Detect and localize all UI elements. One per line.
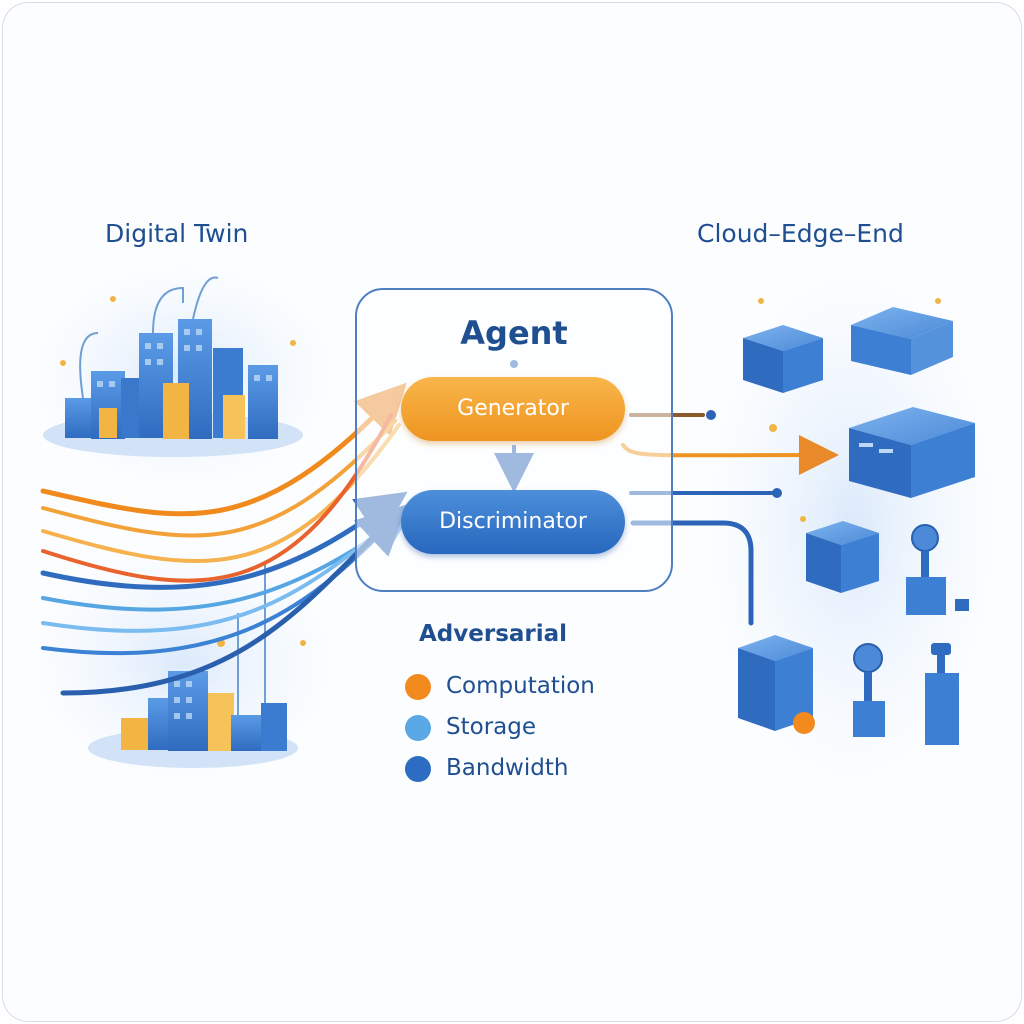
legend-label: Computation — [446, 673, 595, 699]
legend-label: Bandwidth — [446, 755, 569, 781]
agent-title: Agent — [460, 314, 568, 352]
bandwidth-dot-icon — [405, 756, 431, 782]
legend-title: Adversarial — [419, 621, 568, 647]
legend-label: Storage — [446, 714, 536, 740]
computation-dot-icon — [405, 674, 431, 700]
storage-dot-icon — [405, 715, 431, 741]
discriminator-node: Discriminator — [401, 490, 625, 554]
diagram-artwork — [33, 265, 995, 781]
city-buildings-icon — [121, 563, 306, 751]
cloud-edge-end-title: Cloud–Edge–End — [697, 219, 904, 248]
digital-twin-title: Digital Twin — [105, 219, 249, 248]
city-buildings-icon — [60, 276, 296, 439]
server-cube-icon — [738, 298, 975, 745]
generator-node: Generator — [401, 377, 625, 441]
